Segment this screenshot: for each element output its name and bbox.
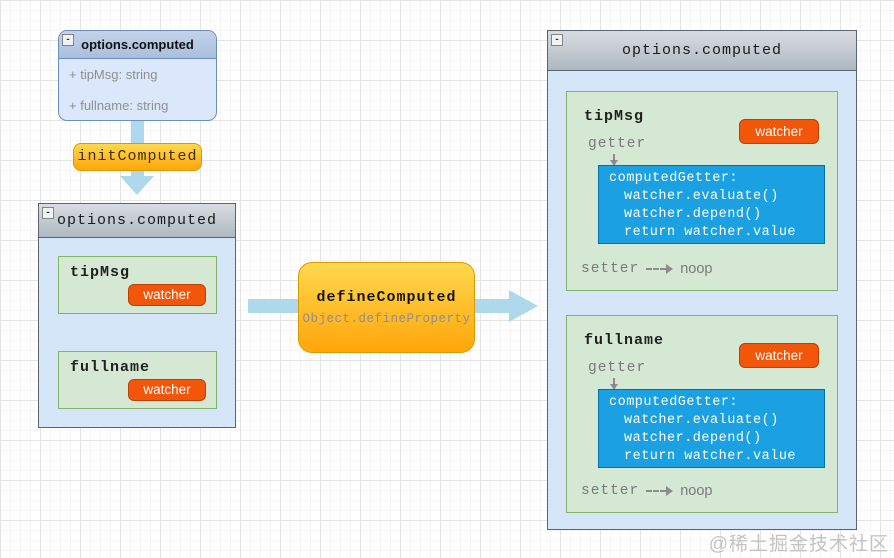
dashed-arrow-head-icon [666, 486, 674, 496]
right-box-title: options.computed [548, 31, 856, 71]
section-name: tipMsg [584, 108, 645, 125]
define-computed-title: defineComputed [316, 289, 457, 306]
item-name: tipMsg [70, 264, 131, 281]
code-line: watcher.depend() [624, 207, 762, 222]
setter-row: setter noop [581, 261, 712, 277]
code-line: watcher.evaluate() [624, 413, 779, 428]
watcher-badge: watcher [739, 343, 819, 368]
dashed-arrow-head-icon [666, 264, 674, 274]
uml-class-options-computed: options.computed - + tipMsg: string + fu… [58, 30, 217, 121]
getter-arrow-icon [613, 378, 615, 385]
item-name: fullname [70, 359, 151, 376]
setter-value: noop [680, 483, 713, 499]
getter-arrow-head-icon [610, 384, 618, 390]
watcher-badge: watcher [739, 119, 819, 144]
setter-row: setter noop [581, 483, 712, 499]
dashed-arrow-icon [646, 268, 667, 270]
right-options-computed-box: options.computed - tipMsg watcher getter… [547, 30, 857, 530]
getter-arrow-icon [613, 154, 615, 161]
code-line: computedGetter: [609, 395, 739, 410]
section-tipmsg: tipMsg watcher getter computedGetter: wa… [566, 91, 838, 291]
getter-arrow-head-icon [610, 160, 618, 166]
dashed-arrow-icon [646, 490, 667, 492]
init-computed-node: initComputed [73, 143, 202, 171]
watcher-badge: watcher [128, 379, 206, 401]
getter-label: getter [588, 136, 647, 152]
section-name: fullname [584, 332, 665, 349]
code-line: watcher.evaluate() [624, 189, 779, 204]
define-computed-node: defineComputed Object.defineProperty [298, 262, 475, 353]
watcher-badge: watcher [128, 284, 206, 306]
collapse-minus-icon[interactable]: - [551, 34, 563, 46]
code-line: watcher.depend() [624, 431, 762, 446]
setter-value: noop [680, 261, 713, 277]
right-arrow-head-icon [509, 290, 538, 322]
code-line: return watcher.value [624, 449, 797, 464]
uml-field-tipmsg: + tipMsg: string [69, 67, 158, 82]
collapse-minus-icon[interactable]: - [42, 207, 54, 219]
left-box-title: options.computed [39, 204, 235, 238]
left-item-fullname: fullname watcher [58, 351, 217, 409]
computed-getter-code: computedGetter: watcher.evaluate() watch… [598, 389, 825, 468]
section-fullname: fullname watcher getter computedGetter: … [566, 315, 838, 513]
left-item-tipmsg: tipMsg watcher [58, 256, 217, 314]
define-computed-subtitle: Object.defineProperty [302, 312, 471, 326]
uml-class-title: options.computed [59, 31, 216, 59]
watermark: @稀土掘金技术社区 [708, 534, 889, 555]
down-arrow-head-icon [120, 176, 154, 195]
setter-label: setter [581, 483, 640, 499]
getter-label: getter [588, 360, 647, 376]
uml-field-fullname: + fullname: string [69, 98, 169, 113]
computed-getter-code: computedGetter: watcher.evaluate() watch… [598, 165, 825, 244]
left-options-computed-box: options.computed - tipMsg watcher fullna… [38, 203, 236, 428]
code-line: computedGetter: [609, 171, 739, 186]
setter-label: setter [581, 261, 640, 277]
collapse-minus-icon[interactable]: - [62, 34, 74, 46]
code-line: return watcher.value [624, 225, 797, 240]
